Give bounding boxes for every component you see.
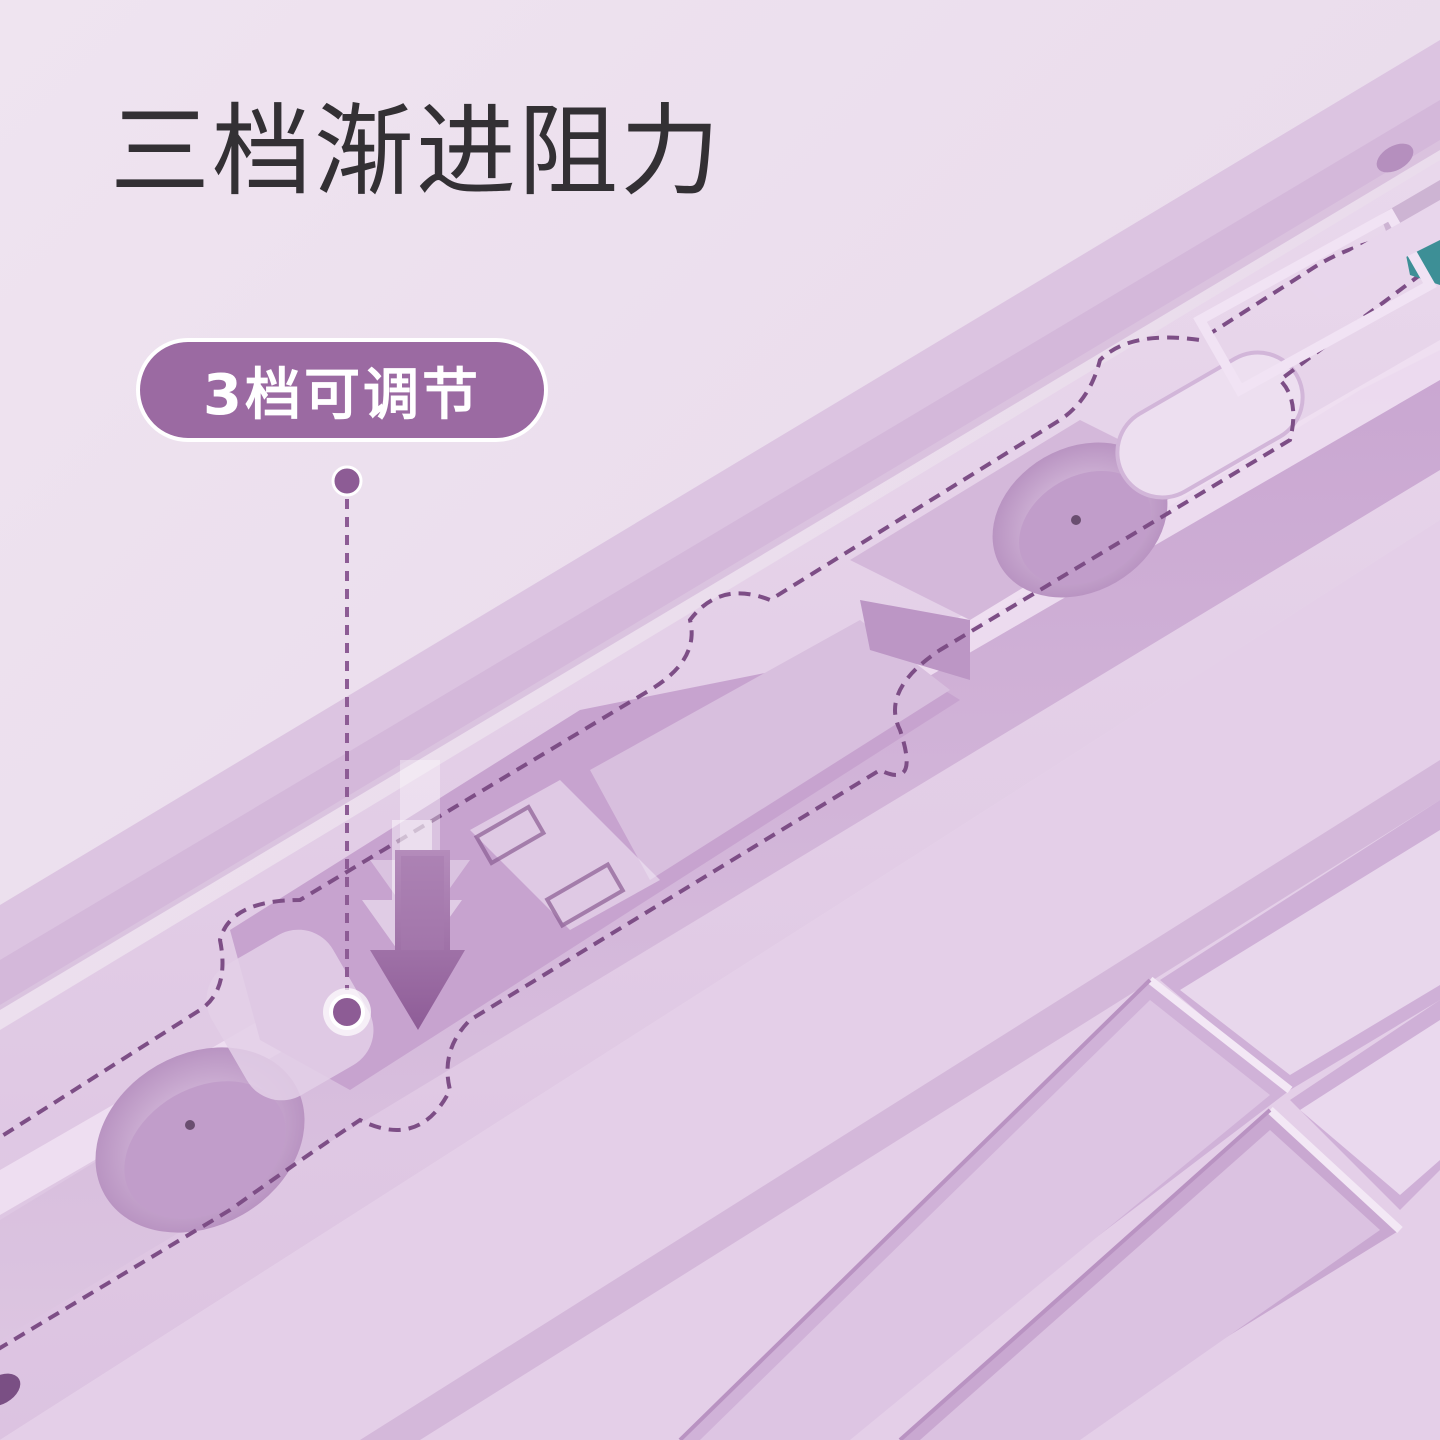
headline: 三档渐进阻力	[110, 93, 722, 210]
badge-label: 3档可调节	[203, 362, 481, 428]
down-arrow-icon	[362, 760, 470, 1030]
dashed-callout-line	[323, 465, 371, 1036]
adjustable-levels-badge: 3档可调节	[136, 338, 548, 442]
